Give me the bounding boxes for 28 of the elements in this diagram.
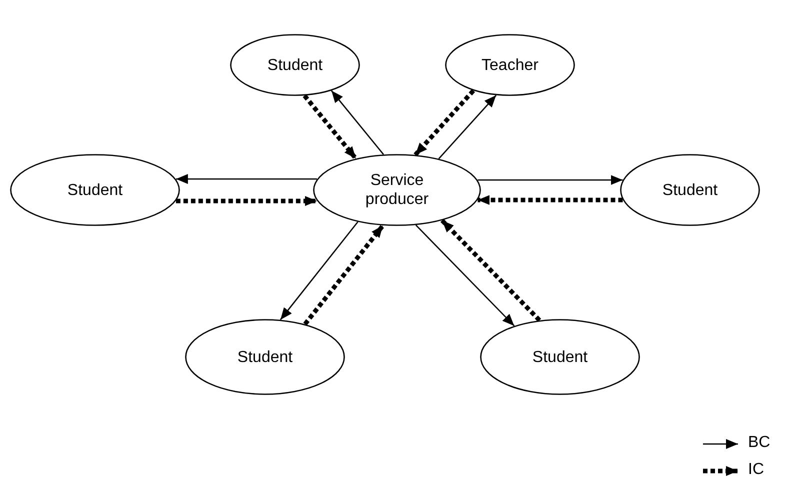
- arrow: [176, 196, 318, 206]
- node-label: Student: [662, 180, 718, 200]
- ellipse-node: [313, 154, 481, 226]
- node-label: Student: [267, 56, 323, 74]
- arrow: [478, 175, 623, 185]
- ellipse-node: [10, 154, 180, 226]
- node-label: Student: [532, 348, 588, 366]
- arrow: [478, 195, 623, 205]
- node-label: Service producer: [364, 171, 430, 209]
- arrow: [414, 89, 476, 156]
- node-label: Student: [67, 180, 123, 200]
- legend-label: IC: [748, 461, 764, 479]
- arrow: [303, 224, 385, 326]
- arrow: [280, 221, 358, 320]
- ellipse-node: [230, 34, 360, 96]
- arrow: [415, 224, 515, 326]
- arrow: [440, 218, 542, 322]
- arrow: [176, 174, 318, 184]
- node-label: Student: [237, 348, 293, 366]
- arrow: [438, 94, 497, 160]
- ellipse-node: [620, 154, 760, 226]
- legend-label: BC: [748, 434, 770, 452]
- ellipse-node: [185, 319, 345, 395]
- node-label: Teacher: [482, 56, 538, 74]
- arrow: [330, 90, 384, 155]
- ellipse-node: [445, 34, 575, 96]
- ellipse-node: [480, 319, 640, 395]
- arrow: [302, 94, 358, 160]
